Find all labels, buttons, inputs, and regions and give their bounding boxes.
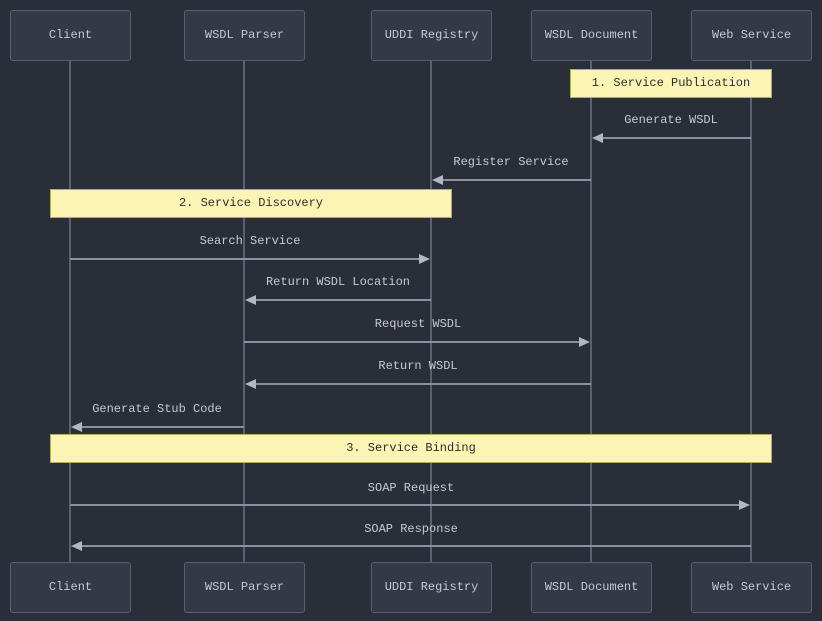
message-label-return-wsdl-location: Return WSDL Location: [265, 275, 411, 289]
message-label-generate-wsdl: Generate WSDL: [624, 113, 718, 127]
lifeline-wsdl-document: [590, 61, 592, 562]
message-label-return-wsdl: Return WSDL: [378, 359, 458, 373]
message-line-search-service: [70, 258, 421, 260]
actor-top-web-service: Web Service: [691, 10, 812, 61]
message-line-soap-request: [70, 504, 741, 506]
actor-bottom-client: Client: [10, 562, 131, 613]
arrowhead-right-icon: [419, 254, 430, 264]
actor-bottom-wsdl-document: WSDL Document: [531, 562, 652, 613]
message-label-request-wsdl: Request WSDL: [374, 317, 462, 331]
lifeline-uddi-registry: [430, 61, 432, 562]
note-service-binding: 3. Service Binding: [50, 434, 772, 463]
message-line-register-service: [441, 179, 591, 181]
lifeline-client: [69, 61, 71, 562]
note-service-discovery: 2. Service Discovery: [50, 189, 452, 218]
arrowhead-right-icon: [579, 337, 590, 347]
message-label-soap-request: SOAP Request: [367, 481, 455, 495]
actor-bottom-web-service: Web Service: [691, 562, 812, 613]
message-line-request-wsdl: [244, 341, 581, 343]
actor-bottom-wsdl-parser: WSDL Parser: [184, 562, 305, 613]
actor-top-uddi-registry: UDDI Registry: [371, 10, 492, 61]
message-label-search-service: Search Service: [199, 234, 301, 248]
message-line-return-wsdl-location: [254, 299, 431, 301]
arrowhead-right-icon: [739, 500, 750, 510]
arrowhead-left-icon: [592, 133, 603, 143]
lifeline-web-service: [750, 61, 752, 562]
message-line-generate-stub-code: [80, 426, 244, 428]
arrowhead-left-icon: [432, 175, 443, 185]
actor-top-wsdl-document: WSDL Document: [531, 10, 652, 61]
actor-top-wsdl-parser: WSDL Parser: [184, 10, 305, 61]
message-label-register-service: Register Service: [453, 155, 569, 169]
arrowhead-left-icon: [245, 379, 256, 389]
message-line-return-wsdl: [254, 383, 591, 385]
lifeline-wsdl-parser: [243, 61, 245, 562]
arrowhead-left-icon: [245, 295, 256, 305]
arrowhead-left-icon: [71, 422, 82, 432]
arrowhead-left-icon: [71, 541, 82, 551]
message-line-generate-wsdl: [601, 137, 751, 139]
actor-top-client: Client: [10, 10, 131, 61]
actor-bottom-uddi-registry: UDDI Registry: [371, 562, 492, 613]
note-service-publication: 1. Service Publication: [570, 69, 772, 98]
message-line-soap-response: [80, 545, 751, 547]
message-label-generate-stub-code: Generate Stub Code: [92, 402, 222, 416]
message-label-soap-response: SOAP Response: [364, 522, 458, 536]
